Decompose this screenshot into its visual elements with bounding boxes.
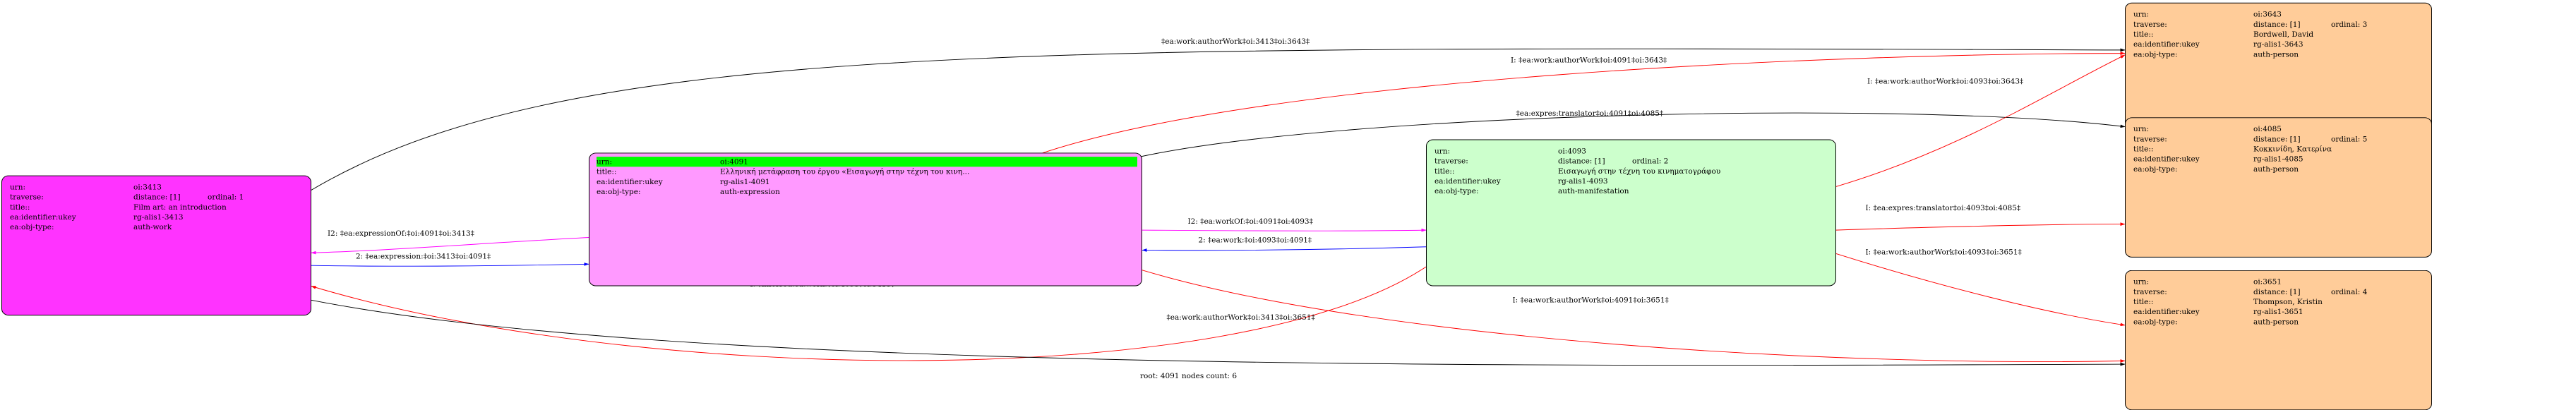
edge-4093-4085 <box>1835 222 2126 231</box>
edge-4093-4091 <box>1142 246 1427 252</box>
edge-3413-4091 <box>311 263 589 267</box>
row-urn: urn:oi:3651 <box>2133 277 2282 287</box>
row-title: title::Bordwell, David <box>2133 30 2314 39</box>
node-oi-4091[interactable]: urn:oi:4091 title::Ελληνική μετάφραση το… <box>589 152 1142 287</box>
edge-label-4091-3413: I2: ‡ea:expressionOf:‡oi:4091‡oi:3413‡ <box>328 229 474 238</box>
row-traverse: traverse:distance: [1]ordinal: 2 <box>1434 157 1669 165</box>
node-oi-3651[interactable]: urn:oi:3651 traverse:distance: [1]ordina… <box>2125 270 2432 410</box>
row-title: title::Film art: an introduction <box>10 203 227 212</box>
edge-4093-3643 <box>1835 54 2126 188</box>
edge-4093-3651 <box>1835 253 2126 327</box>
graph-canvas: ‡ea:work:authorWork‡oi:3413‡oi:3643‡ I: … <box>1 2 2432 410</box>
row-traverse: traverse:distance: [1]ordinal: 4 <box>2133 287 2368 296</box>
row-type: ea:obj-type:auth-person <box>2133 318 2299 326</box>
edge-label-3413-4091: 2: ‡ea:expression:‡oi:3413‡oi:4091‡ <box>356 252 491 260</box>
edge-label-3413-3651: ‡ea:work:authorWork‡oi:3413‡oi:3651‡ <box>1166 313 1315 322</box>
row-traverse: traverse:distance: [1]ordinal: 1 <box>10 193 244 201</box>
edge-label-3413-3643: ‡ea:work:authorWork‡oi:3413‡oi:3643‡ <box>1161 37 1310 46</box>
row-title: title::Thompson, Kristin <box>2133 298 2323 306</box>
row-type: ea:obj-type:auth-person <box>2133 164 2299 174</box>
row-type: ea:obj-type:auth-work <box>10 223 172 231</box>
row-type: ea:obj-type:auth-expression <box>597 188 780 196</box>
row-traverse: traverse:distance: [1]ordinal: 5 <box>2133 135 2368 143</box>
node-oi-4085[interactable]: urn:oi:4085 traverse:distance: [1]ordina… <box>2125 117 2432 258</box>
edge-4091-3651 <box>1142 270 2126 363</box>
edge-label-4093-3643: I: ‡ea:work:authorWork‡oi:4093‡oi:3643‡ <box>1867 77 2024 85</box>
edge-3413-3643 <box>311 48 2126 191</box>
row-urn: urn:oi:4093 <box>1434 147 1586 155</box>
row-urn: urn:oi:4085 <box>2133 125 2282 133</box>
edge-label-4091-3643: I: ‡ea:work:authorWork‡oi:4091‡oi:3643‡ <box>1511 56 1667 64</box>
edge-4091-4093 <box>1142 228 1427 232</box>
edge-label-4091-4085: ‡ea:expres:translator‡oi:4091‡oi:4085‡ <box>1516 109 1664 118</box>
node-oi-3413[interactable]: urn:oi:3413 traverse:distance: [1]ordina… <box>1 175 311 316</box>
row-urn: urn:oi:3413 <box>10 183 162 191</box>
graph-footer: root: 4091 nodes count: 6 <box>1140 371 1238 380</box>
node-oi-4093[interactable]: urn:oi:4093 traverse:distance: [1]ordina… <box>1426 139 1836 287</box>
edge-label-4093-4085: I: ‡ea:expres:translator‡oi:4093‡oi:4085… <box>1865 204 2021 212</box>
edge-label-4091-3651: I: ‡ea:work:authorWork‡oi:4091‡oi:3651‡ <box>1512 296 1669 305</box>
edge-4091-3643 <box>1041 52 2126 154</box>
row-type: ea:obj-type:auth-manifestation <box>1434 187 1629 195</box>
row-type: ea:obj-type:auth-person <box>2133 50 2299 59</box>
row-title: title::Κοκκινίδη, Κατερίνα <box>2133 145 2332 153</box>
edge-label-4093-4091: 2: ‡ea:work:‡oi:4093‡oi:4091‡ <box>1198 236 1312 244</box>
row-traverse: traverse:distance: [1]ordinal: 3 <box>2133 20 2368 29</box>
row-urn: urn:oi:3643 <box>2133 10 2282 18</box>
edge-label-4093-3651: I: ‡ea:work:authorWork‡oi:4093‡oi:3651‡ <box>1865 248 2022 256</box>
row-urn: urn:oi:4091 <box>597 157 1137 167</box>
edge-3413-3651 <box>311 299 2126 366</box>
row-title: title::Εισαγωγή στην τέχνη του κινηματογ… <box>1434 167 1721 176</box>
edges-layer <box>311 48 2126 366</box>
edge-4091-3413 <box>311 237 589 255</box>
edge-label-4091-4093: I2: ‡ea:workOf:‡oi:4091‡oi:4093‡ <box>1187 217 1313 226</box>
edge-4091-4085 <box>1139 112 2126 157</box>
row-title: title::Ελληνική μετάφραση του έργου «Εισ… <box>597 167 970 176</box>
